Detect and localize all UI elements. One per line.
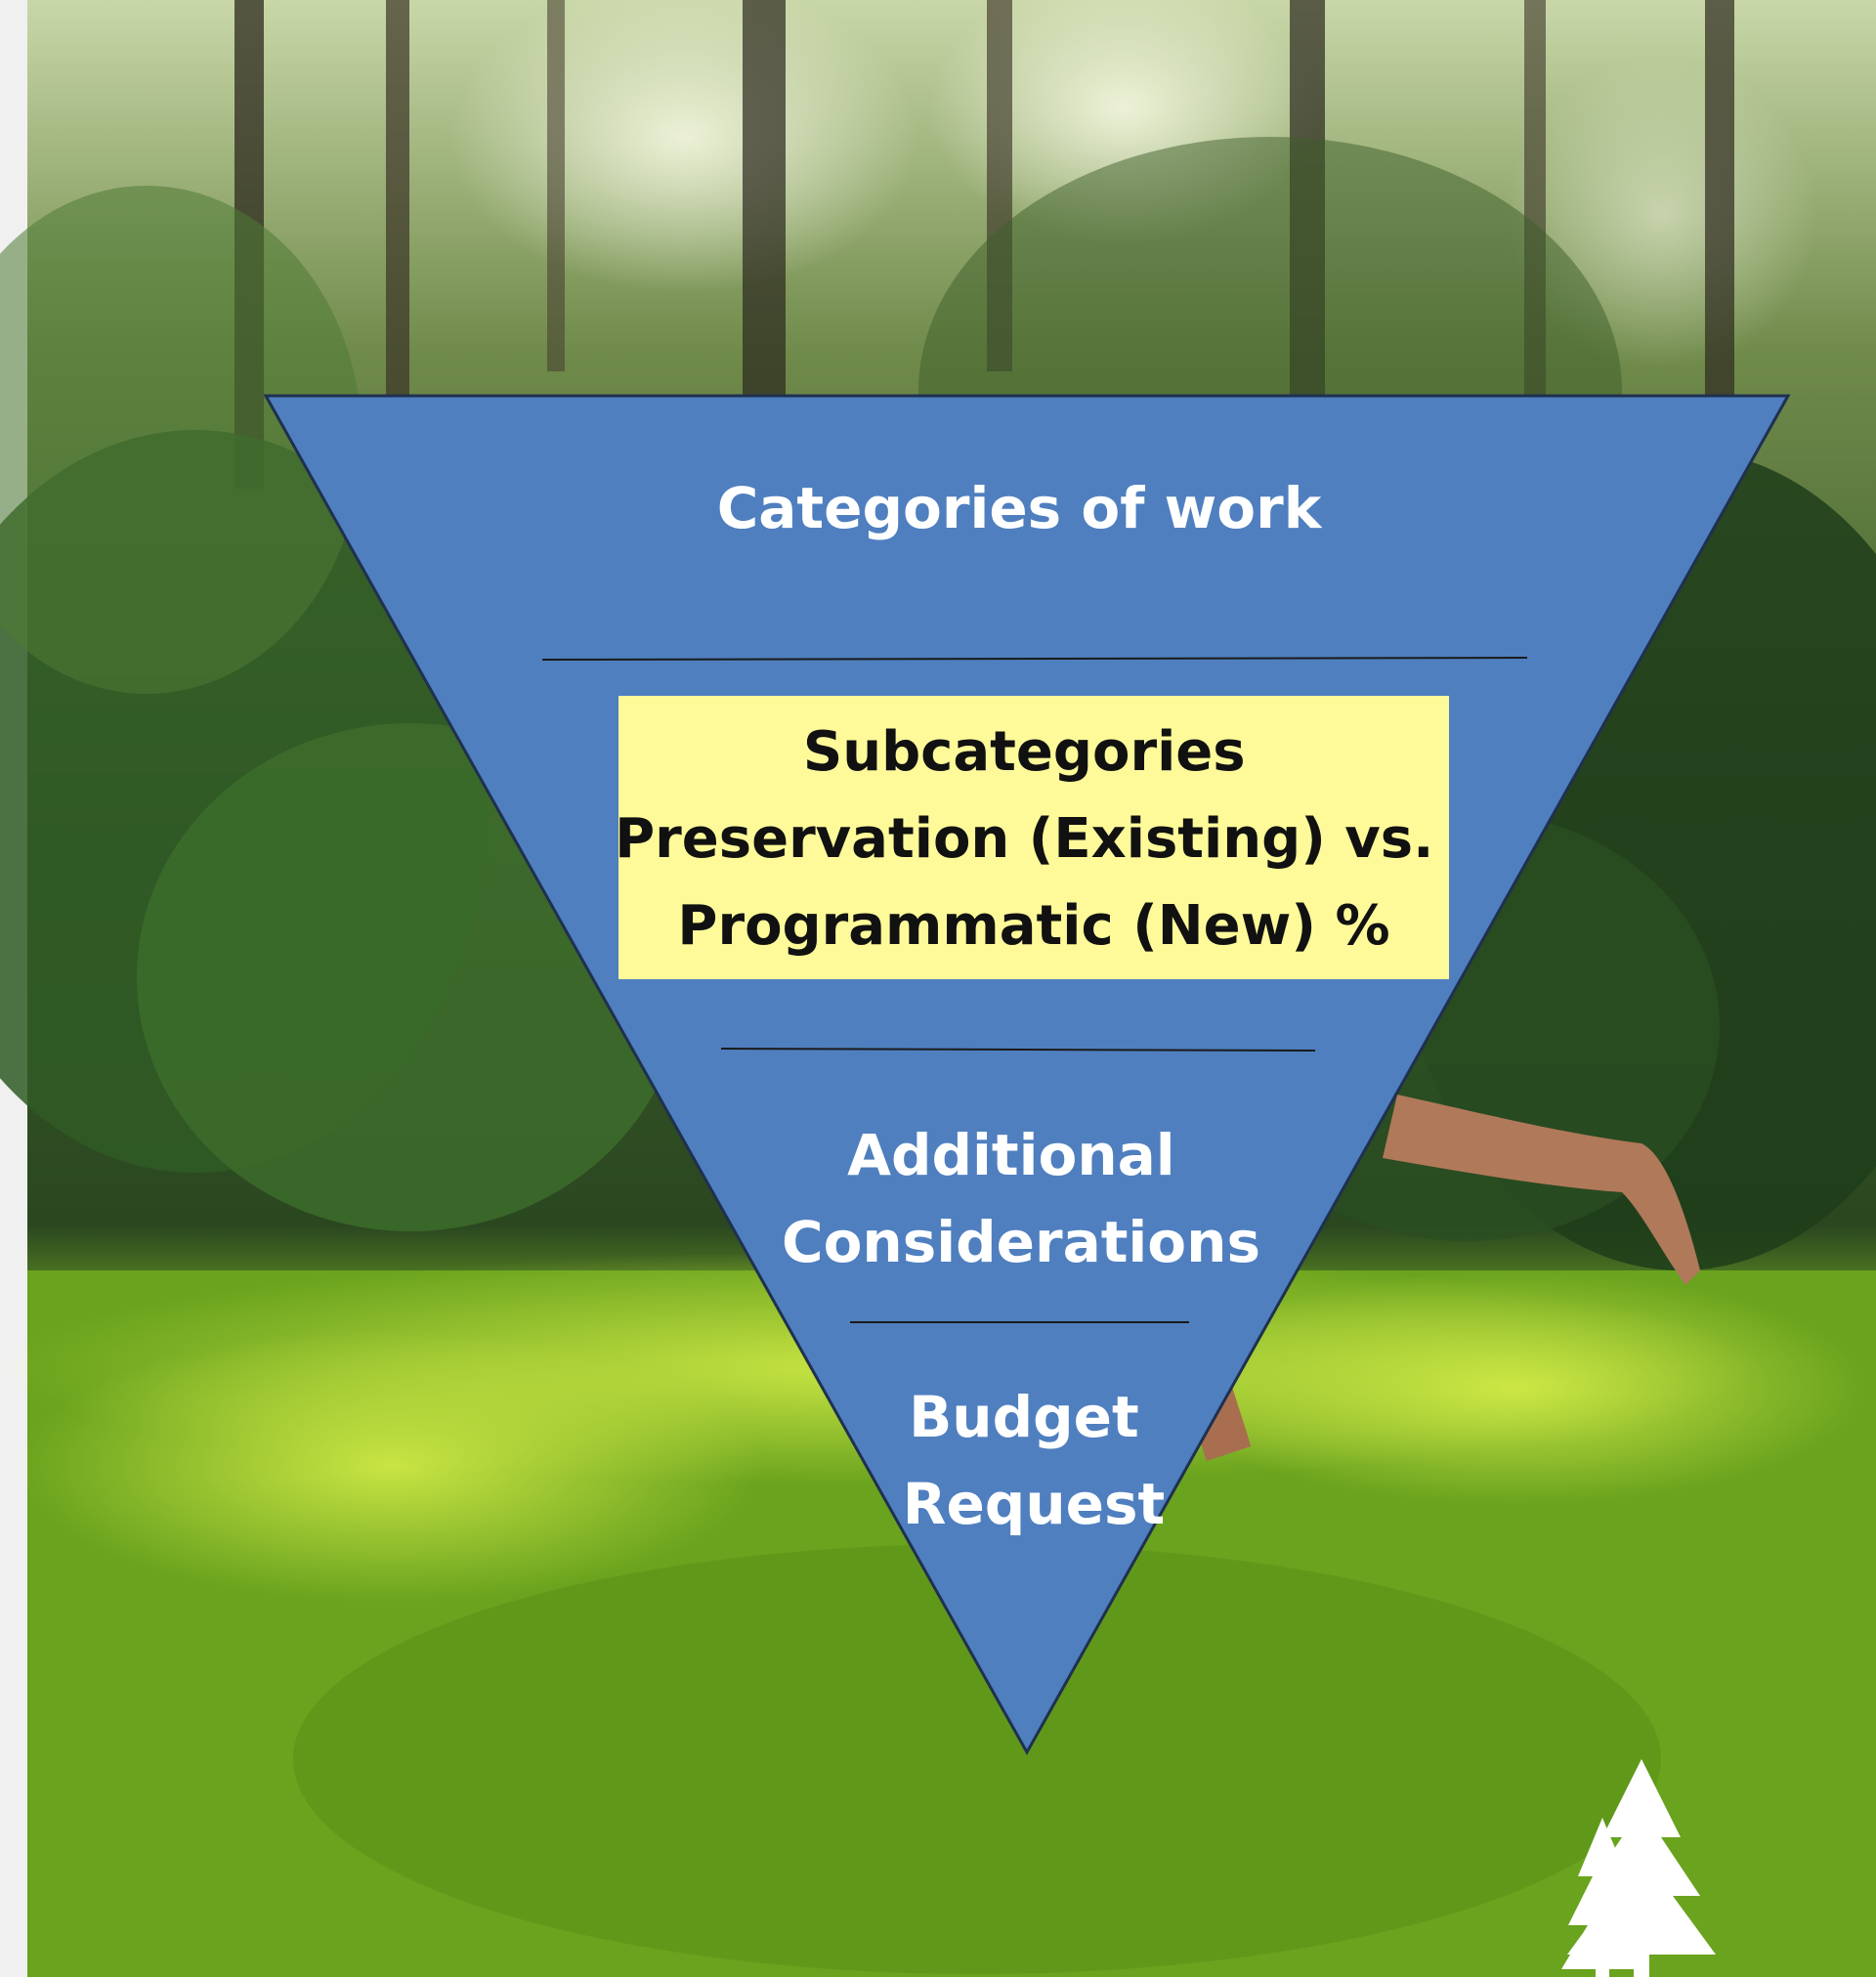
level-3-line: Considerations: [782, 1209, 1260, 1275]
level-2-line: Programmatic (New) %: [677, 894, 1389, 958]
level-3-text: Additional Considerations: [782, 1122, 1260, 1275]
level-4-line: Budget: [909, 1384, 1139, 1450]
pine-trees-icon: [1561, 1759, 1716, 1977]
level-1-text: Categories of work: [717, 475, 1323, 541]
level-2-text: Subcategories Preservation (Existing) vs…: [615, 720, 1453, 958]
level-divider: [720, 1048, 1316, 1052]
level-4-line: Request: [903, 1471, 1165, 1537]
level-1-line: Categories of work: [717, 475, 1323, 541]
level-2-line: Subcategories: [803, 720, 1246, 784]
level-3-line: Additional: [847, 1122, 1175, 1188]
inverted-pyramid: Categories of work Subcategories Preserv…: [263, 394, 1791, 1756]
level-divider: [541, 657, 1528, 661]
level-2-line: Preservation (Existing) vs.: [615, 807, 1433, 871]
level-4-text: Budget Request: [903, 1384, 1165, 1537]
highlight-box: [618, 696, 1449, 979]
